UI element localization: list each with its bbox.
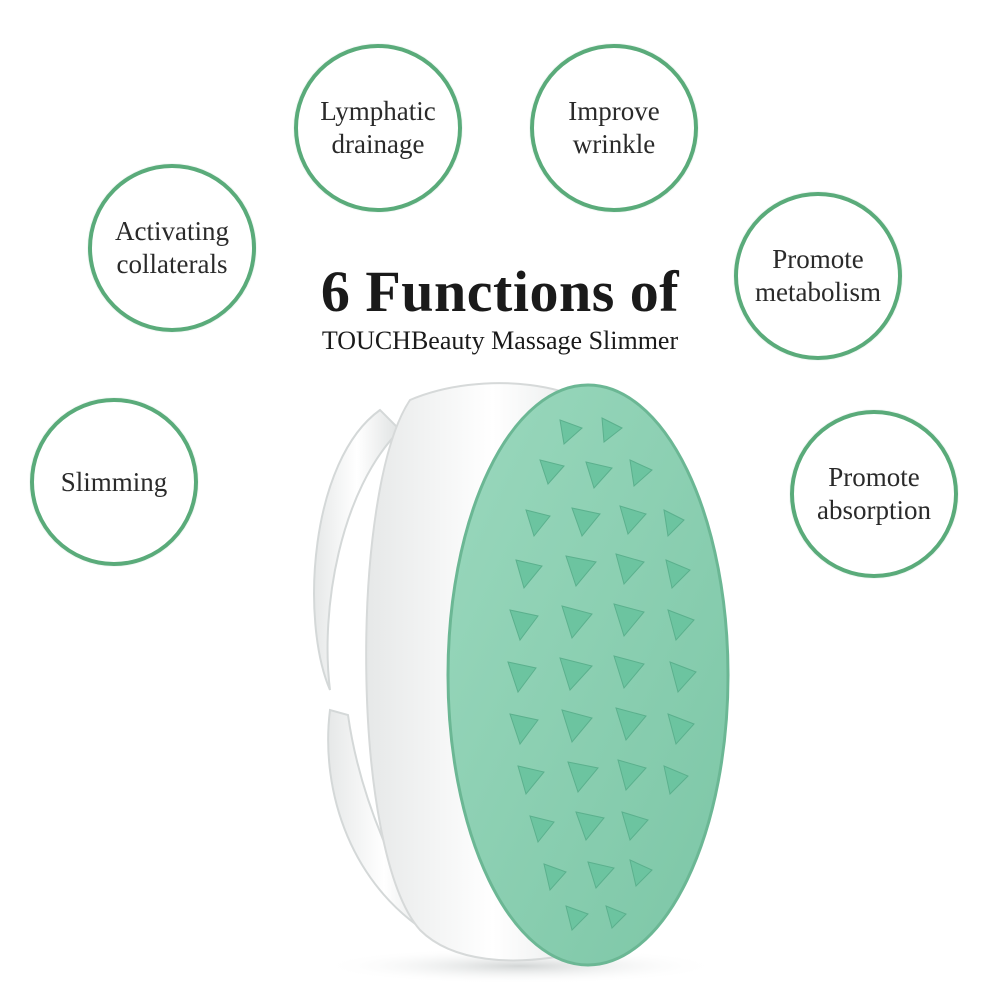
function-circle-activating-collaterals: Activating collaterals	[88, 164, 256, 332]
massager-product-image	[313, 382, 730, 984]
function-label: Improve wrinkle	[568, 96, 660, 159]
headline: 6 Functions of	[320, 259, 680, 324]
strap-upper	[313, 408, 402, 691]
massager-green-face	[448, 385, 728, 965]
massage-bristles	[507, 417, 697, 931]
function-circle-slimming: Slimming	[30, 398, 198, 566]
function-label: Promote absorption	[817, 462, 931, 525]
function-label: Lymphatic drainage	[320, 96, 436, 159]
function-circle-promote-metabolism: Promote metabolism	[734, 192, 902, 360]
subheadline: TOUCHBeauty Massage Slimmer	[321, 326, 679, 355]
function-label: Promote metabolism	[755, 244, 881, 307]
function-circle-promote-absorption: Promote absorption	[790, 410, 958, 578]
function-label: Slimming	[60, 466, 168, 497]
function-circle-lymphatic-drainage: Lymphatic drainage	[294, 44, 462, 212]
green-face-rim	[446, 383, 730, 967]
function-circle-improve-wrinkle: Improve wrinkle	[530, 44, 698, 212]
function-label: Activating collaterals	[115, 216, 229, 279]
